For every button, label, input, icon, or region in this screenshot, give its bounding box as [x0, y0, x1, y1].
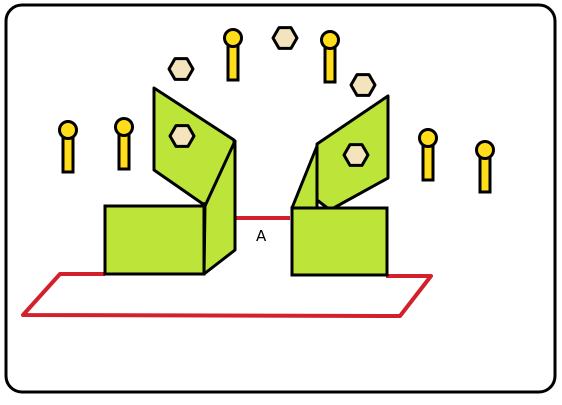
hexagon-icon [342, 143, 370, 167]
lamp-icon [114, 117, 134, 171]
left-structure [103, 86, 237, 276]
floor-outline [21, 272, 433, 318]
hexagon-icon [349, 73, 377, 97]
lamp-icon [418, 128, 438, 182]
hexagon-icon [168, 124, 196, 148]
lamp-icon [320, 30, 340, 84]
lamp-icon [223, 28, 243, 82]
lamp-icon [475, 140, 495, 194]
left-box-front [103, 204, 206, 276]
hexagon-icon [167, 57, 195, 81]
label-a: A [256, 227, 267, 245]
lamps-group [58, 28, 495, 194]
right-box-front [290, 206, 389, 277]
outer-border [4, 3, 557, 394]
hexagon-icon [271, 26, 299, 50]
hexagons-group [167, 26, 377, 167]
lamp-icon [58, 120, 78, 174]
